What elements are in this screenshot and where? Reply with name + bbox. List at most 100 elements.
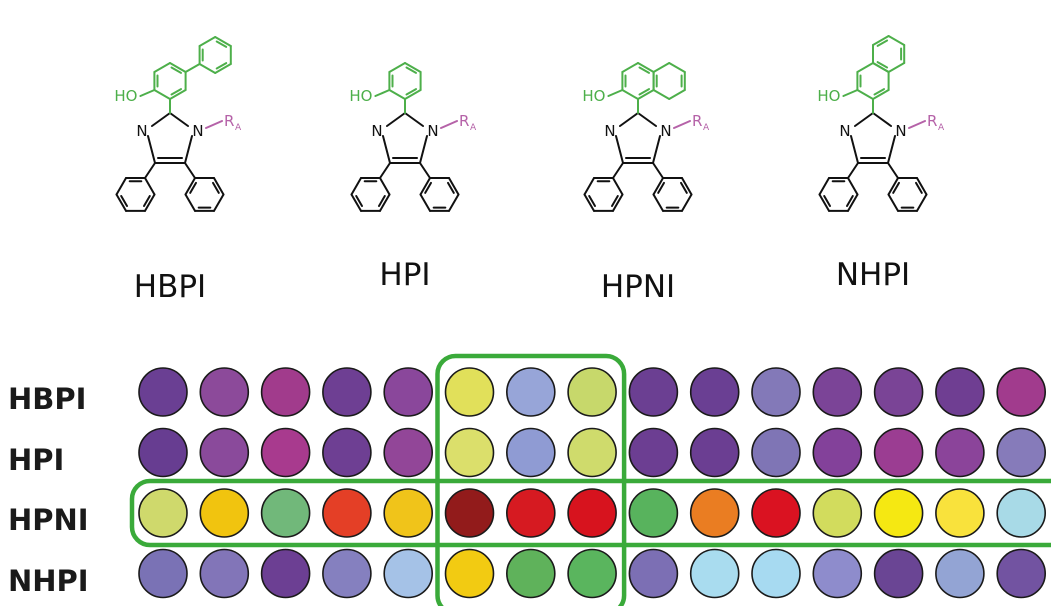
svg-text:R: R: [692, 112, 702, 130]
color-dot: [322, 427, 372, 478]
molecule-name-hpni: HPNI: [601, 269, 675, 305]
row-label-hpi: HPI: [8, 443, 64, 477]
svg-text:R: R: [224, 112, 234, 130]
svg-text:HO: HO: [817, 87, 840, 105]
color-dot: [935, 488, 985, 538]
color-dot: [199, 367, 250, 417]
color-dot: [628, 488, 679, 538]
color-dot: [751, 488, 801, 538]
color-dot: [199, 427, 250, 478]
color-dot: [260, 367, 311, 417]
color-dot: [689, 367, 740, 417]
color-dot: [689, 548, 740, 599]
svg-text:N: N: [427, 122, 438, 140]
color-dot: [383, 367, 434, 417]
svg-text:HO: HO: [114, 87, 137, 105]
svg-text:A: A: [235, 123, 242, 133]
color-dot: [628, 427, 679, 478]
svg-text:N: N: [371, 122, 382, 140]
color-dot: [567, 367, 617, 417]
color-dot: [138, 548, 188, 599]
color-dot: [751, 548, 801, 599]
color-dot: [812, 548, 863, 599]
color-matrix: [138, 367, 1047, 599]
color-dot: [689, 427, 740, 478]
color-dot: [260, 427, 311, 478]
color-dot: [505, 367, 556, 417]
color-dot: [444, 548, 495, 599]
svg-text:A: A: [938, 123, 945, 133]
molecule-name-labels: HBPI HPI HPNI NHPI: [134, 257, 910, 305]
highlight-boxes: [129, 353, 1051, 606]
color-dot: [567, 488, 617, 538]
color-dot: [873, 367, 924, 417]
color-dot: [628, 548, 679, 599]
svg-text:N: N: [604, 122, 615, 140]
color-dot: [996, 488, 1047, 538]
svg-text:R: R: [459, 112, 469, 130]
color-dot: [444, 427, 495, 478]
color-dot: [383, 488, 434, 538]
svg-text:HO: HO: [582, 87, 605, 105]
color-dot: [383, 548, 434, 599]
molecule-name-nhpi: NHPI: [836, 257, 910, 293]
color-dot: [138, 488, 188, 538]
svg-text:A: A: [470, 123, 477, 133]
color-dot: [260, 488, 311, 538]
color-dot: [505, 488, 556, 538]
color-dot: [567, 427, 617, 478]
color-dot: [751, 427, 801, 478]
color-dot: [812, 427, 863, 478]
color-dot: [628, 367, 679, 417]
color-dot: [873, 548, 924, 599]
color-dot: [444, 367, 495, 417]
color-dot: [935, 427, 985, 478]
svg-text:N: N: [136, 122, 147, 140]
color-dot: [322, 367, 372, 417]
molecule-name-hpi: HPI: [379, 257, 430, 293]
svg-text:HO: HO: [349, 87, 372, 105]
color-dot: [138, 367, 188, 417]
column-highlight-box: [435, 353, 627, 606]
row-highlight-box: [129, 478, 1051, 548]
color-dot: [996, 367, 1047, 417]
color-dot: [751, 367, 801, 417]
color-dot: [689, 488, 740, 538]
row-label-hbpi: HBPI: [8, 382, 86, 416]
color-dot: [996, 427, 1047, 478]
color-dot: [199, 548, 250, 599]
row-label-hpni: HPNI: [8, 503, 89, 537]
color-dot: [812, 488, 863, 538]
color-dot: [935, 548, 985, 599]
row-label-nhpi: NHPI: [8, 564, 89, 598]
color-dot: [873, 427, 924, 478]
svg-text:N: N: [839, 122, 850, 140]
svg-text:N: N: [660, 122, 671, 140]
color-dot: [138, 427, 188, 478]
color-dot: [199, 488, 250, 538]
svg-text:N: N: [895, 122, 906, 140]
color-dot: [260, 548, 311, 599]
svg-text:A: A: [703, 123, 710, 133]
color-dot: [505, 548, 556, 599]
color-dot: [505, 427, 556, 478]
color-dot: [996, 548, 1047, 599]
color-dot: [322, 488, 372, 538]
color-dot: [322, 548, 372, 599]
matrix-row-labels: HBPI HPI HPNI NHPI: [8, 382, 89, 598]
svg-text:N: N: [192, 122, 203, 140]
color-dot: [567, 548, 617, 599]
color-dot: [812, 367, 863, 417]
color-dot: [935, 367, 985, 417]
svg-text:R: R: [927, 112, 937, 130]
color-dot: [873, 488, 924, 538]
molecule-name-hbpi: HBPI: [134, 269, 206, 305]
color-dot: [383, 427, 434, 478]
color-dot: [444, 488, 495, 538]
